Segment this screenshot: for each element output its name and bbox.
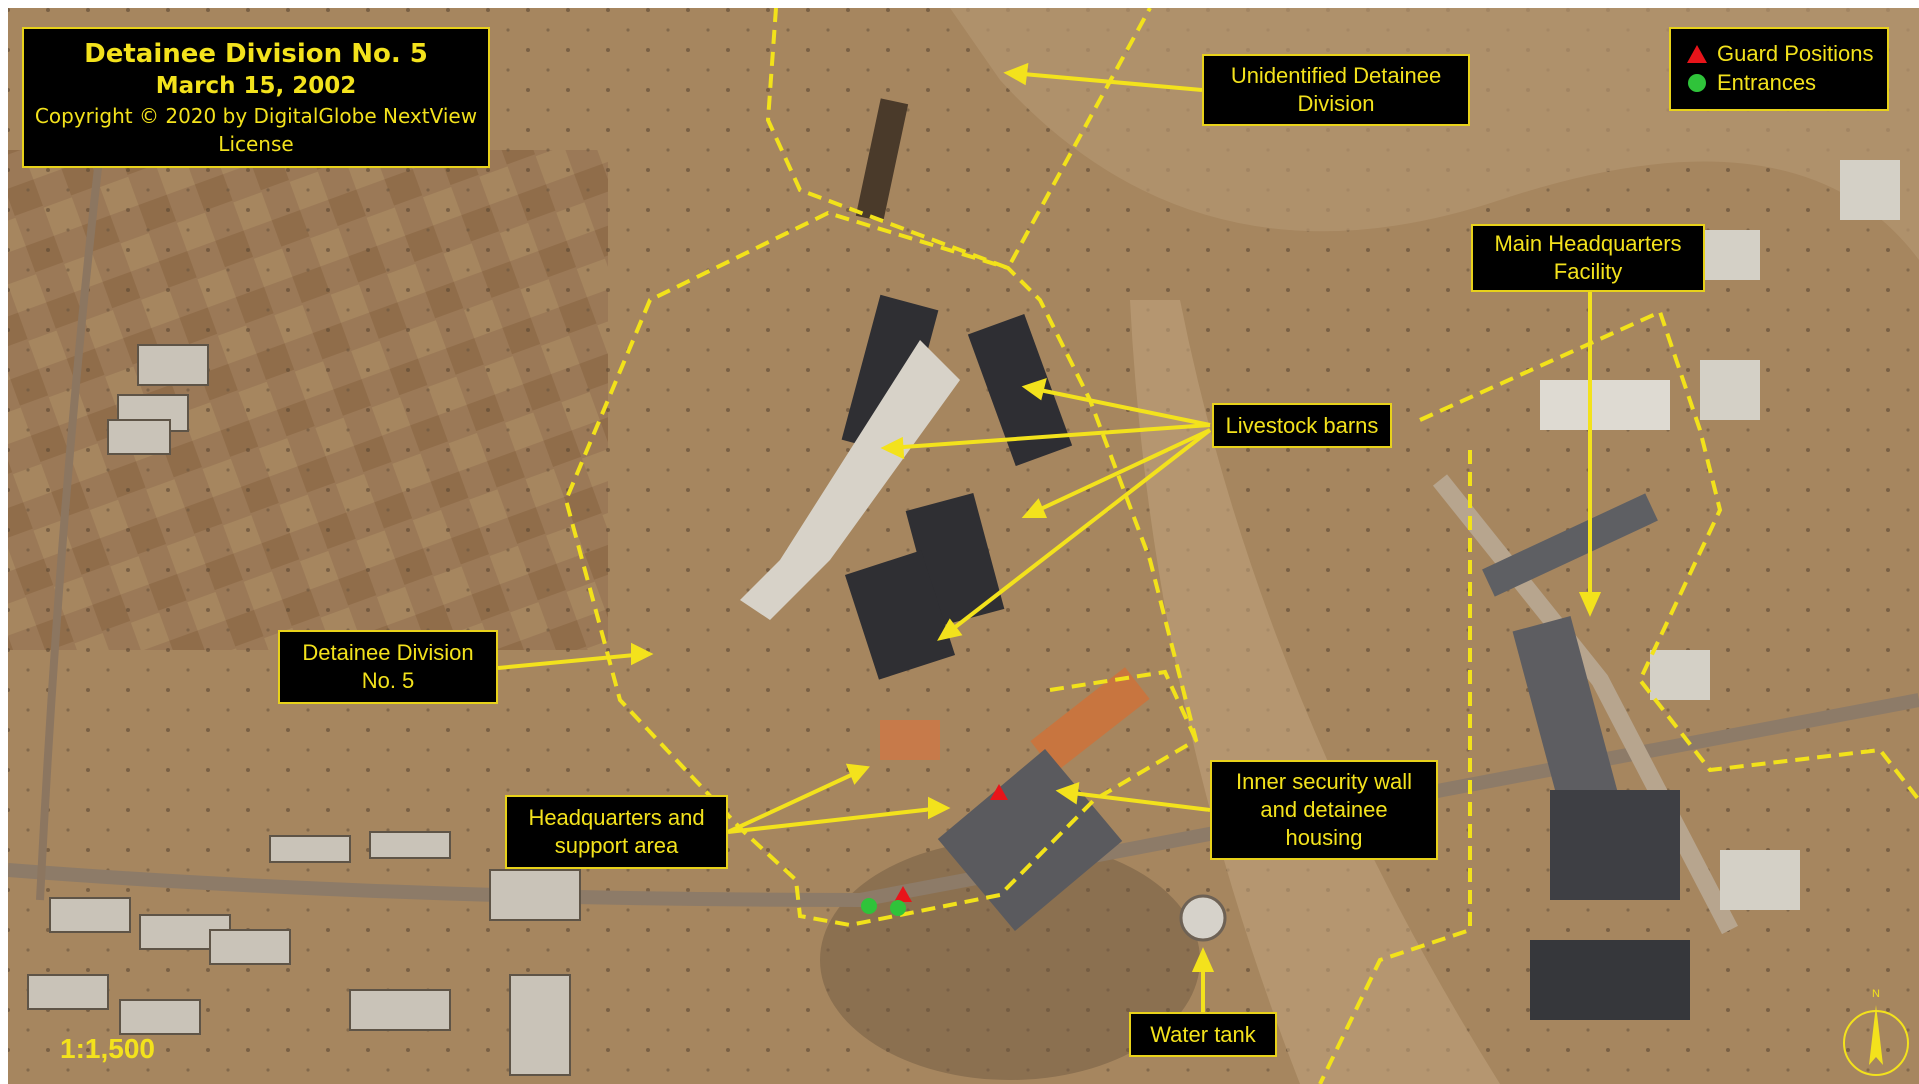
- label-water-tank: Water tank: [1129, 1012, 1277, 1057]
- label-detainee-division-5: Detainee Division No. 5: [278, 630, 498, 704]
- west-village: [27, 344, 581, 1076]
- boundary-detainee-division-5: [563, 210, 1199, 928]
- map-title-box: Detainee Division No. 5 March 15, 2002 C…: [22, 27, 490, 168]
- hq-buildings: [1482, 160, 1900, 1020]
- road-west: [36, 149, 104, 901]
- boundary-inner-wall: [1049, 669, 1198, 741]
- satellite-imagery: [8, 8, 1919, 1084]
- copyright-line: Copyright © 2020 by DigitalGlobe NextVie…: [34, 104, 478, 128]
- label-inner-security-wall: Inner security wall and detainee housing: [1210, 760, 1438, 860]
- red-triangle-icon: [1687, 44, 1707, 63]
- guard-position-marker: [990, 784, 1008, 800]
- dark-hill: [820, 840, 1200, 1080]
- boundary-unidentified-division: [765, 8, 1152, 271]
- light-ground-2: [1130, 300, 1500, 1084]
- map-legend: Guard Positions Entrances: [1669, 27, 1889, 111]
- water-tank-structure: [1179, 894, 1227, 942]
- boundary-lines: [563, 8, 1919, 1084]
- road-east: [1432, 474, 1738, 935]
- map-date: March 15, 2002: [155, 73, 357, 99]
- map-scale: 1:1,500: [60, 1033, 155, 1064]
- road-south: [8, 693, 1919, 908]
- legend-entrance-row: Entrances: [1687, 68, 1887, 97]
- label-hq-support-area: Headquarters and support area: [505, 795, 728, 869]
- boundary-hq-facility: [1419, 309, 1919, 802]
- entrance-marker: [890, 900, 906, 916]
- callout-arrows: [497, 62, 1602, 1015]
- label-unidentified-division: Unidentified Detainee Division: [1202, 54, 1470, 126]
- label-main-hq: Main Headquarters Facility: [1471, 224, 1705, 292]
- license-line: License: [218, 132, 294, 156]
- legend-guard-row: Guard Positions: [1687, 39, 1887, 68]
- entrance-marker: [861, 898, 877, 914]
- legend-entrance-label: Entrances: [1717, 69, 1817, 95]
- green-dot-icon: [1688, 73, 1706, 92]
- north-arrow-icon: N: [1843, 988, 1909, 1076]
- label-livestock-barns: Livestock barns: [1212, 403, 1392, 448]
- north-label: N: [1872, 988, 1880, 1000]
- guard-position-marker: [894, 886, 912, 902]
- map-title: Detainee Division No. 5: [84, 39, 428, 69]
- boundary-south: [1318, 450, 1472, 1084]
- paved-yard: [740, 340, 960, 620]
- legend-guard-label: Guard Positions: [1717, 40, 1874, 66]
